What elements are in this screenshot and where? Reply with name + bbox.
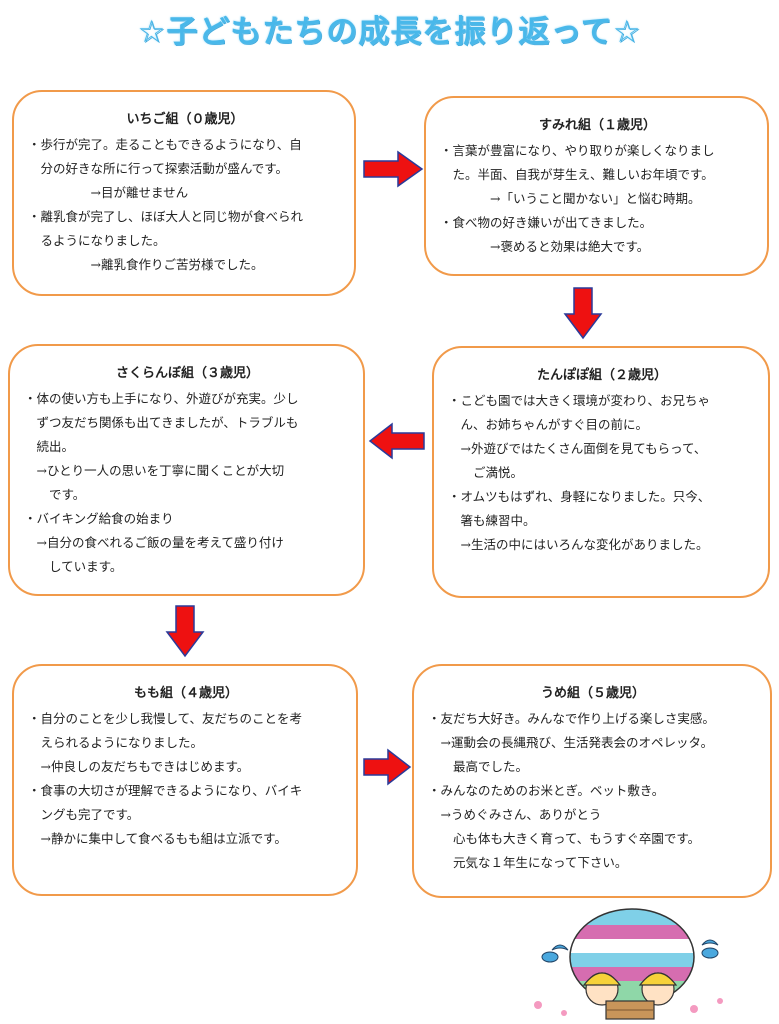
group-heading: もも組（４歳児） [133,686,238,701]
arrow-down-icon [165,605,205,658]
group-line: るようになりました。 [28,233,166,248]
group-line: →離乳食作りご苦労様でした。 [28,257,264,272]
group-line: →運動会の長縄飛び、生活発表会のオペレッタ。 [428,735,714,750]
group-heading: さくらんぼ組（３歳児） [115,366,259,381]
group-line: ・バイキング給食の始まり [24,511,174,526]
group-heading: うめ組（５歳児） [540,686,645,701]
group-line: →生活の中にはいろんな変化がありました。 [448,537,709,552]
group-box-ume: うめ組（５歳児） ・友だち大好き。みんなで作り上げる楽しさ実感。 →運動会の長縄… [412,664,772,898]
group-line: →仲良しの友だちもできはじめます。 [28,759,250,774]
group-line: →静かに集中して食べるもも組は立派です。 [28,831,287,846]
group-box-sakuranbo: さくらんぼ組（３歳児） ・体の使い方も上手になり、外遊びが充実。少し ずつ友だち… [8,344,365,596]
group-line: ングも完了です。 [28,807,140,822]
group-line: 続出。 [24,439,75,454]
group-line: ・歩行が完了。走ることもできるようになり、自 [28,137,302,152]
group-line: ・こども園では大きく環境が変わり、お兄ちゃ [448,393,711,408]
group-line: →うめぐみさん、ありがとう [428,807,602,822]
group-line: ・友だち大好き。みんなで作り上げる楽しさ実感。 [428,711,715,726]
group-heading: いちご組（０歳児） [126,112,244,127]
group-heading: すみれ組（１歳児） [538,118,656,133]
group-line: →ひとり一人の思いを丁寧に聞くことが大切 [24,463,285,478]
page-title: ☆子どもたちの成長を振り返って☆ [137,14,642,50]
arrow-right-icon [363,748,412,786]
arrow-down-icon [563,287,603,340]
group-heading: たんぽぽ組（２歳児） [536,368,667,383]
group-line: ずつ友だち関係も出てきましたが、トラブルも [24,415,299,430]
group-line: ん、お姉ちゃんがすぐ目の前に。 [448,417,649,432]
group-line: た。半面、自我が芽生え、難しいお年頃です。 [440,167,714,182]
group-box-sumire: すみれ組（１歳児） ・言葉が豊富になり、やり取りが楽しくなりまし た。半面、自我… [424,96,769,276]
group-line: ・食事の大切さが理解できるようになり、バイキ [28,783,303,798]
group-line: ・言葉が豊富になり、やり取りが楽しくなりまし [440,143,715,158]
group-line: ・食べ物の好き嫌いが出てきました。 [440,215,653,230]
group-line: えられるようになりました。 [28,735,204,750]
group-line: ご満悦。 [448,465,524,480]
arrow-left-icon [368,422,425,460]
group-line: →褒めると効果は絶大です。 [440,239,650,254]
group-line: ・自分のことを少し我慢して、友だちのことを考 [28,711,303,726]
group-line: ・オムツもはずれ、身軽になりました。只今、 [448,489,711,504]
group-line: ・離乳食が完了し、ほぼ大人と同じ物が食べられ [28,209,304,224]
group-line: 心も体も大きく育って、もうすぐ卒園です。 [428,831,701,846]
group-line: です。 [24,487,86,502]
arrow-right-icon [363,150,424,188]
group-line: 箸も練習中。 [448,513,536,528]
group-line: 分の好きな所に行って探索活動が盛んです。 [28,161,289,176]
group-line: ・みんなのためのお米とぎ。ベット敷き。 [428,783,665,798]
group-line: しています。 [24,559,123,574]
group-line: →自分の食べれるご飯の量を考えて盛り付け [24,535,284,550]
group-box-ichigo: いちご組（０歳児） ・歩行が完了。走ることもできるようになり、自 分の好きな所に… [12,90,356,296]
group-box-tanpopo: たんぽぽ組（２歳児） ・こども園では大きく環境が変わり、お兄ちゃ ん、お姉ちゃん… [432,346,770,598]
group-line: →目が離せません [28,185,189,200]
group-line: →外遊びではたくさん面倒を見てもらって、 [448,441,707,456]
group-line: 元気な１年生になって下さい。 [428,855,628,870]
group-line: →「いうこと聞かない」と悩む時期。 [440,191,701,206]
group-line: 最高でした。 [428,759,529,774]
group-box-momo: もも組（４歳児） ・自分のことを少し我慢して、友だちのことを考 えられるようにな… [12,664,358,896]
hot-air-balloon-children-icon [534,908,723,1020]
group-line: ・体の使い方も上手になり、外遊びが充実。少し [24,391,299,406]
